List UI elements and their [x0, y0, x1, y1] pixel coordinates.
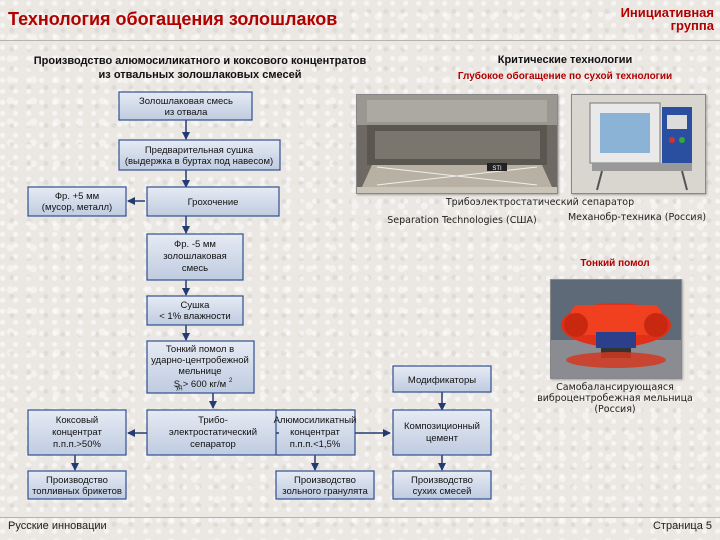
box-alumosilicate	[275, 409, 356, 456]
box-ash-granulate	[275, 470, 375, 500]
separator-line-2: электростатический	[169, 427, 257, 438]
pre-drying-line-1: Предварительная сушка	[145, 145, 254, 156]
granulate-line-1: Производство	[294, 475, 356, 486]
critical-tech-subtitle: Глубокое обогащение по сухой технологии	[457, 71, 673, 82]
drying-line-2: < 1% влажности	[159, 311, 231, 322]
box-drying	[146, 295, 244, 326]
caption-vibro-mill: Самобалансирующаяся виброцентробежная ме…	[530, 382, 700, 415]
header-divider	[0, 40, 720, 41]
grinding-line-3: мельнице	[178, 366, 221, 377]
box-fraction-plus5	[27, 186, 127, 217]
footer-divider	[0, 517, 720, 518]
flowchart-title: Производство алюмосиликатного и коксовог…	[0, 54, 400, 82]
fraction-plus5-line-1: Фр. +5 мм	[55, 191, 99, 202]
box-dry-mixes	[392, 470, 492, 500]
box-pre-drying	[118, 139, 281, 171]
screening-label: Грохочение	[188, 197, 239, 208]
drymixes-line-2: сухих смесей	[413, 486, 472, 497]
alumo-line-3: п.п.п.<1,5%	[290, 439, 341, 450]
fraction-plus5-line-2: (мусор, металл)	[42, 202, 112, 213]
caption-tribo-separator: Трибоэлектростатический сепаратор	[445, 197, 635, 208]
tribo-separator-photo: STI	[356, 94, 558, 194]
fraction-minus5-line-1: Фр. -5 мм	[174, 239, 216, 250]
vibro-mill-image	[551, 280, 681, 378]
mekhanobr-separator-image	[572, 95, 705, 193]
alumo-line-2: концентрат	[290, 427, 340, 438]
box-ash-mix	[118, 91, 253, 121]
page-number: Страница 5	[652, 520, 712, 532]
box-screening	[146, 186, 280, 217]
modifiers-label: Модификаторы	[408, 375, 476, 386]
caption-mekhanobr: Механобр-техника (Россия)	[567, 212, 707, 223]
briquettes-line-1: Производство	[46, 475, 108, 486]
separator-line-3: сепаратор	[190, 439, 236, 450]
flow-connectors	[71, 120, 446, 471]
mill-caption-line-2: виброцентробежная мельница	[537, 393, 693, 404]
caption-separation-technologies: Separation Technologies (США)	[387, 215, 537, 226]
mill-caption-line-1: Самобалансирующаяся	[556, 382, 674, 393]
coke-line-3: п.п.п.>50%	[53, 439, 101, 450]
fine-grinding-title: Тонкий помол	[580, 258, 650, 269]
box-fuel-briquettes	[27, 470, 127, 500]
box-coke-concentrate	[27, 409, 127, 456]
pre-drying-line-2: (выдержка в буртах под навесом)	[125, 156, 273, 167]
mill-caption-line-3: (Россия)	[594, 404, 636, 415]
brand-line-1: Инициативная	[620, 5, 714, 20]
tribo-separator-image: STI	[357, 95, 557, 193]
coke-line-1: Коксовый	[56, 415, 98, 426]
box-modifiers	[392, 365, 492, 393]
coke-line-2: концентрат	[52, 427, 102, 438]
mekhanobr-separator-photo	[571, 94, 706, 194]
footer-organization: Русские инновации	[8, 520, 107, 532]
box-composite-cement	[392, 409, 492, 456]
flow-box-labels: Золошлаковая смесь из отвала Предварител…	[32, 96, 480, 497]
grinding-line-1: Тонкий помол в	[166, 344, 234, 355]
briquettes-line-2: топливных брикетов	[32, 486, 122, 497]
box-fraction-minus5	[146, 233, 244, 281]
drymixes-line-1: Производство	[411, 475, 473, 486]
grinding-spec-superscript: 2	[229, 378, 233, 384]
brand-logo-text: Инициативная группа	[621, 6, 714, 32]
photo-label: STI	[492, 166, 502, 172]
granulate-line-2: зольного гранулята	[282, 486, 368, 497]
grinding-spec: S > 600 кг/м	[174, 379, 226, 390]
fraction-minus5-line-3: смесь	[182, 263, 208, 274]
fraction-minus5-line-2: золошлаковая	[163, 251, 227, 262]
box-tribo-separator	[146, 409, 280, 456]
flowchart-title-line-2: из отвальных золошлаковых смесей	[98, 69, 302, 81]
ash-mix-line-1: Золошлаковая смесь	[139, 96, 233, 107]
grinding-line-2: ударно-центробежной	[151, 355, 249, 366]
drying-line-1: Сушка	[181, 300, 211, 311]
separator-line-1: Трибо-	[198, 415, 228, 426]
cement-line-2: цемент	[426, 433, 459, 444]
grinding-spec-subscript: уд	[176, 385, 183, 391]
box-fine-grinding	[146, 340, 255, 394]
flowchart-title-line-1: Производство алюмосиликатного и коксовог…	[33, 55, 367, 67]
page-title: Технология обогащения золошлаков	[8, 9, 338, 29]
ash-mix-line-2: из отвала	[165, 107, 208, 118]
cement-line-1: Композиционный	[404, 421, 480, 432]
vibro-mill-photo	[550, 279, 682, 379]
brand-line-2: группа	[670, 18, 714, 33]
critical-tech-title: Критические технологии	[497, 54, 633, 66]
alumo-line-1: Алюмосиликатный	[274, 415, 357, 426]
